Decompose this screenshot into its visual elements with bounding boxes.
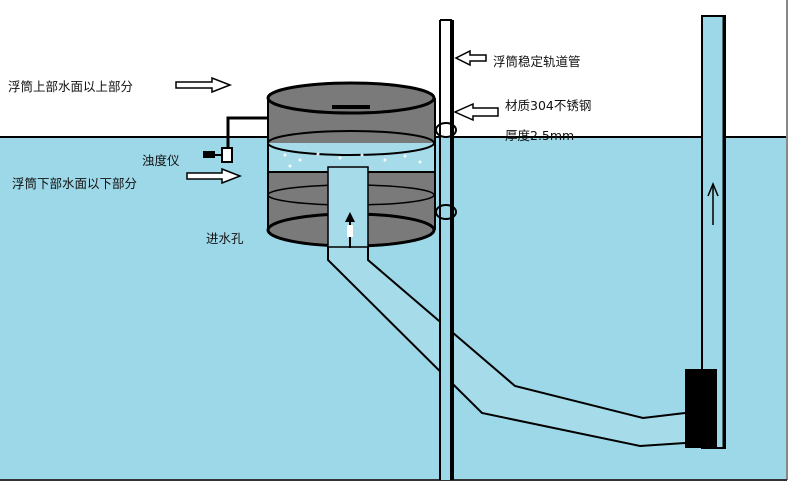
label-inlet-hole: 进水孔: [206, 231, 244, 246]
label-above-water: 浮筒上部水面以上部分: [8, 79, 134, 94]
label-material: 材质304不锈钢: [505, 98, 592, 113]
label-guide-pipe: 浮筒稳定轨道管: [493, 54, 581, 69]
arrow-left-icon: [453, 102, 499, 122]
turbidity-meter: [203, 116, 268, 163]
label-turbidity-meter: 浊度仪: [142, 153, 180, 168]
outlet-pipe: [327, 240, 686, 448]
guide-ring-upper: [435, 122, 457, 138]
pump: [685, 369, 717, 448]
up-arrow-icon: [707, 182, 719, 225]
guide-pipe: [435, 19, 457, 480]
guide-ring-lower: [435, 204, 457, 220]
riser-pipe: [685, 15, 726, 449]
arrow-left-icon: [454, 49, 487, 67]
arrow-right-icon: [175, 76, 233, 94]
float-cylinder: [266, 81, 436, 248]
label-below-water: 浮筒下部水面以下部分: [12, 176, 138, 191]
inlet-arrow-icon: [345, 212, 355, 248]
arrow-right-icon: [186, 167, 243, 185]
label-thickness: 厚度2.5mm: [505, 128, 575, 143]
